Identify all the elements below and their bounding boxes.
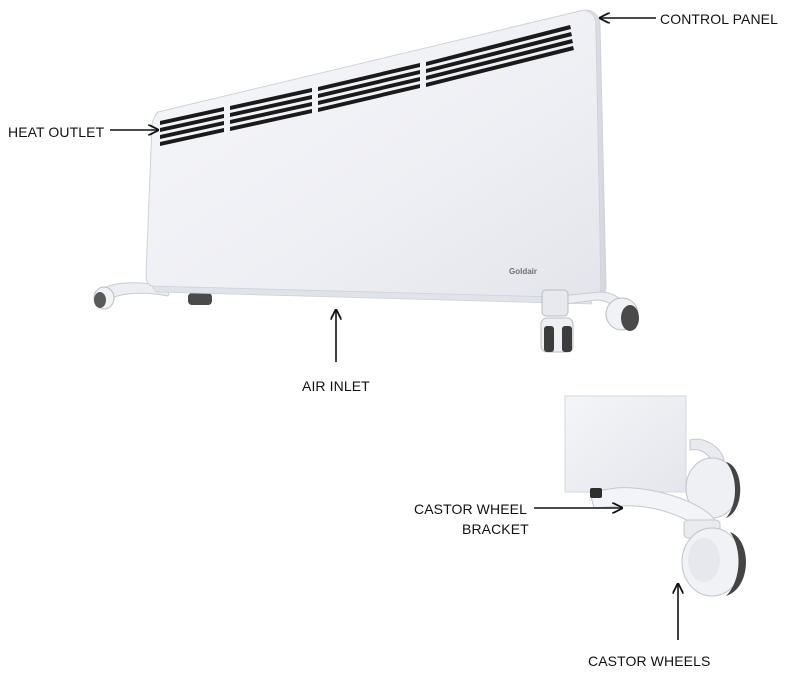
vent-group-1 — [160, 107, 224, 146]
right-foot — [540, 289, 639, 353]
vent-group-2 — [230, 88, 312, 131]
vent-slots — [160, 25, 574, 146]
label-castor-wheel-bracket-line2: BRACKET — [462, 521, 529, 537]
vent-group-3 — [318, 63, 420, 112]
heater-front-panel — [145, 9, 602, 299]
front-castor-wheel — [681, 519, 747, 597]
label-air-inlet: AIR INLET — [302, 378, 370, 394]
label-castor-wheels: CASTOR WHEELS — [588, 653, 711, 669]
label-control-panel: CONTROL PANEL — [660, 11, 778, 27]
castor-closeup — [564, 395, 747, 597]
label-castor-wheel-bracket-line1: CASTOR WHEEL — [414, 501, 527, 517]
heater-unit: Goldair — [93, 9, 639, 353]
vent-group-4 — [426, 25, 574, 87]
brand-logo: Goldair — [509, 267, 537, 276]
callout-arrows — [110, 18, 678, 640]
label-heat-outlet: HEAT OUTLET — [8, 124, 105, 140]
rear-castor-wheel — [685, 438, 741, 519]
